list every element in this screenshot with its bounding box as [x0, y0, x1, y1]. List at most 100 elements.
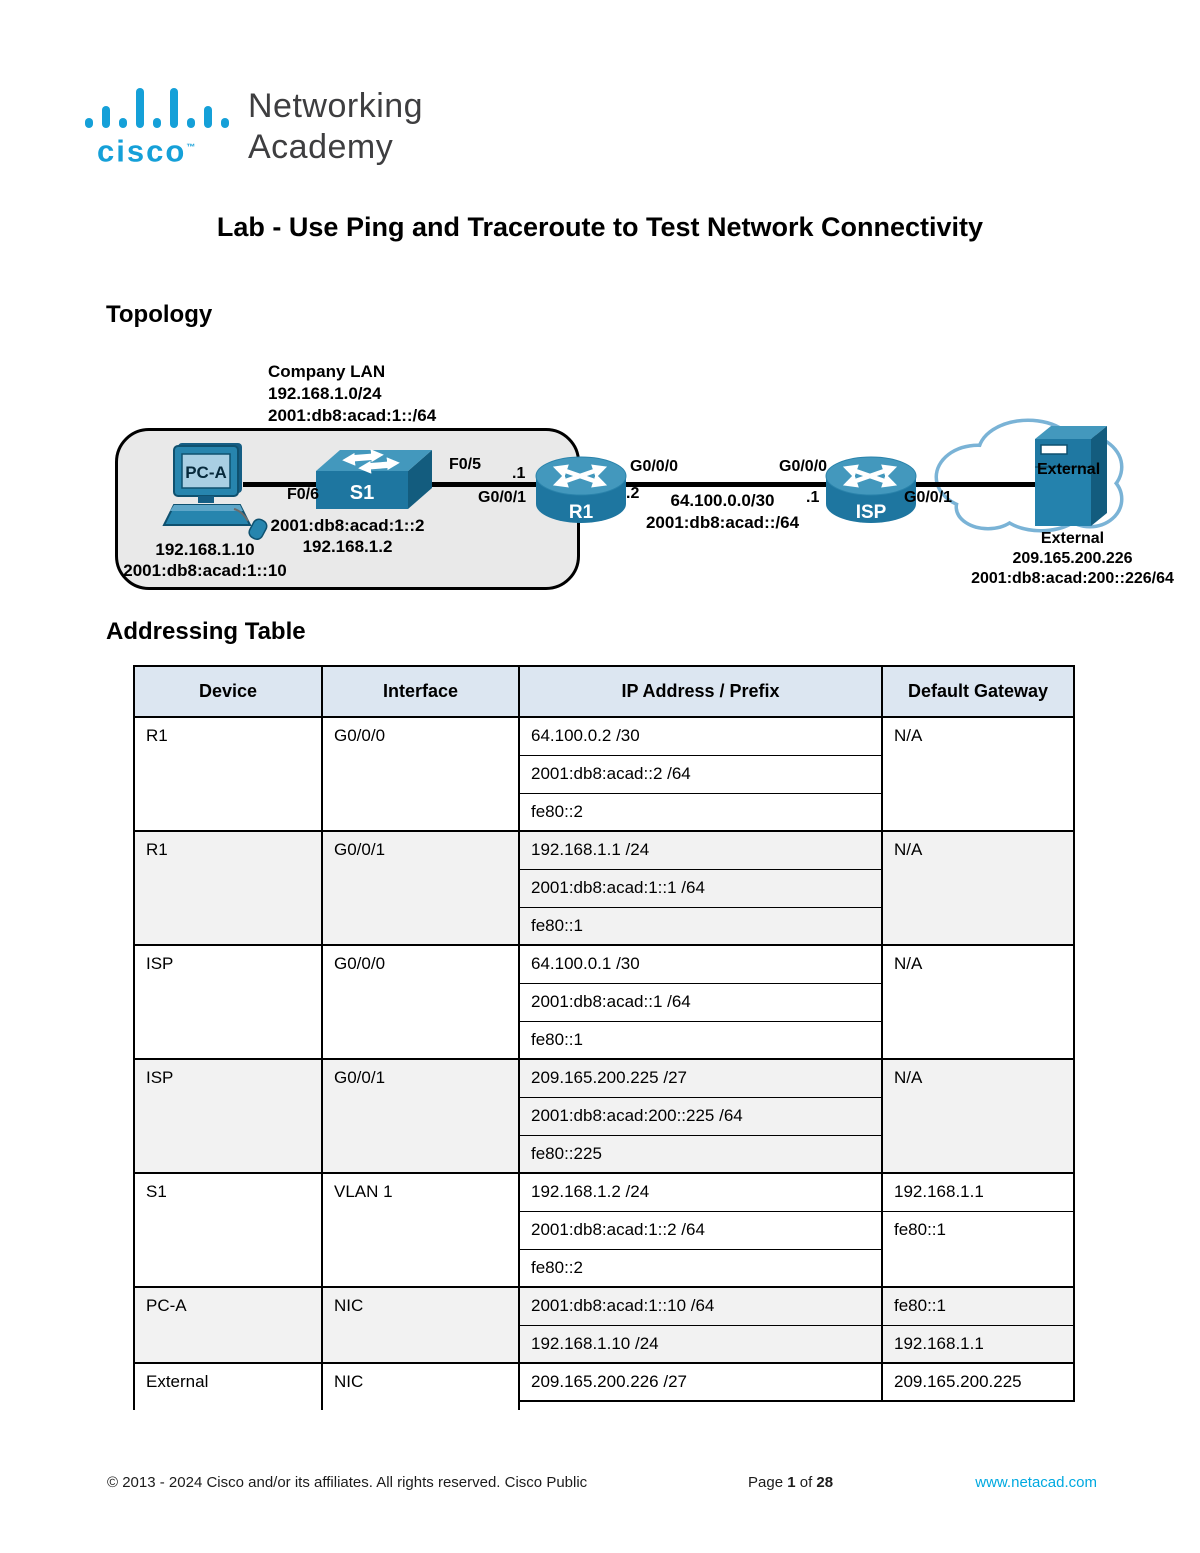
- cell-device: S1: [133, 1172, 323, 1288]
- cell-gateway: N/A: [881, 830, 1075, 946]
- router-icon-r1: R1: [535, 456, 627, 523]
- table-row: R1 G0/0/0 64.100.0.2 /30 N/A: [133, 716, 1075, 832]
- port-label-g001-isp: G0/0/1: [904, 489, 953, 506]
- cell-ip: 2001:db8:acad:1::1 /64: [518, 868, 883, 908]
- table-row: 2001:db8:acad:200::225 /64: [134, 1096, 1074, 1136]
- cell-device: External: [133, 1362, 323, 1410]
- cell-device: ISP: [133, 1058, 323, 1174]
- external-ipv4: 209.165.200.226: [1012, 550, 1133, 567]
- total-pages: 28: [816, 1474, 834, 1491]
- cell-device: R1: [133, 716, 323, 832]
- netacad-link[interactable]: www.netacad.com: [975, 1474, 1097, 1491]
- switch-ipv6: 2001:db8:acad:1::2: [270, 516, 425, 535]
- col-header-gateway: Default Gateway: [881, 665, 1075, 718]
- table-row: S1 VLAN 1 192.168.1.2 /24 192.168.1.1: [133, 1172, 1075, 1288]
- cell-ip: fe80::1: [518, 1020, 883, 1060]
- cell-gateway: fe80::1: [881, 1286, 1075, 1326]
- ip-label-dot1-r1: .1: [512, 465, 526, 482]
- table-row: fe80::2: [134, 792, 1074, 832]
- cell-interface: G0/0/1: [321, 830, 520, 946]
- router-r1-name-label: R1: [569, 502, 594, 523]
- link-pc-s1: [243, 482, 323, 487]
- cutoff-filler: [519, 1401, 1074, 1410]
- page-number-indicator: Page 1 of 28: [748, 1474, 833, 1491]
- cell-interface: G0/0/0: [321, 944, 520, 1060]
- cell-ip: 64.100.0.1 /30: [518, 944, 883, 984]
- cell-interface: G0/0/0: [321, 716, 520, 832]
- cell-device: ISP: [133, 944, 323, 1060]
- cisco-wordmark: cisco™: [97, 133, 196, 169]
- table-row: ISP G0/0/0 64.100.0.1 /30 N/A: [133, 944, 1075, 1060]
- external-address-label: External 209.165.200.226 2001:db8:acad:2…: [955, 529, 1190, 589]
- cell-ip: 192.168.1.10 /24: [518, 1324, 883, 1364]
- table-row: ISP G0/0/1 209.165.200.225 /27 N/A: [133, 1058, 1075, 1174]
- cell-ip: fe80::225: [518, 1134, 883, 1174]
- table-row: fe80::1: [134, 1020, 1074, 1060]
- link-isp-external: [898, 482, 1040, 487]
- cisco-bars-icon: [85, 88, 229, 128]
- server-icon: [1035, 426, 1107, 526]
- port-label-g001-r1: G0/0/1: [478, 489, 527, 506]
- port-label-f05: F0/5: [449, 456, 482, 473]
- wan-ipv4: 64.100.0.0/30: [670, 491, 775, 510]
- page-number: 1: [787, 1474, 796, 1491]
- cell-ip: 209.165.200.225 /27: [518, 1058, 883, 1098]
- cell-interface: NIC: [321, 1286, 520, 1364]
- company-lan-label: Company LAN 192.168.1.0/24 2001:db8:acad…: [268, 361, 436, 427]
- cell-ip: 2001:db8:acad:1::10 /64: [518, 1286, 883, 1326]
- page-title: Lab - Use Ping and Traceroute to Test Ne…: [216, 212, 984, 242]
- cell-gateway: N/A: [881, 1058, 1075, 1174]
- col-header-ip: IP Address / Prefix: [518, 665, 883, 718]
- external-ipv6: 2001:db8:acad:200::226/64: [971, 570, 1174, 587]
- table-row: 192.168.1.10 /24 192.168.1.1: [134, 1324, 1075, 1364]
- table-row: 2001:db8:acad::2 /64: [134, 754, 1074, 794]
- cell-interface: G0/0/1: [321, 1058, 520, 1174]
- table-row: 2001:db8:acad:1::2 /64 fe80::1: [134, 1210, 1075, 1288]
- ip-label-dot1-isp: .1: [806, 489, 820, 506]
- cell-ip: 2001:db8:acad:1::2 /64: [518, 1210, 883, 1250]
- cell-ip: 192.168.1.1 /24: [518, 830, 883, 870]
- cell-gateway: 192.168.1.1: [881, 1324, 1075, 1364]
- cell-ip: fe80::2: [518, 1248, 883, 1288]
- cell-ip: 2001:db8:acad::2 /64: [518, 754, 883, 794]
- table-row-cutoff: [134, 1401, 1074, 1410]
- logo-line-networking: Networking: [248, 87, 424, 125]
- cell-interface: VLAN 1: [321, 1172, 520, 1288]
- addressing-table: Device Interface IP Address / Prefix Def…: [133, 665, 1075, 1410]
- link-s1-r1: [425, 482, 560, 487]
- switch-icon: S1: [316, 449, 432, 509]
- server-front-label: External: [1037, 461, 1101, 478]
- table-header-row: Device Interface IP Address / Prefix Def…: [133, 665, 1075, 718]
- topology-heading: Topology: [106, 301, 213, 328]
- table-row: fe80::2: [134, 1248, 1074, 1288]
- copyright-text: © 2013 - 2024 Cisco and/or its affiliate…: [107, 1474, 588, 1491]
- table-row: fe80::1: [134, 906, 1074, 946]
- col-header-interface: Interface: [321, 665, 520, 718]
- cell-interface: NIC: [321, 1362, 520, 1410]
- topology-diagram: Company LAN 192.168.1.0/24 2001:db8:acad…: [0, 355, 1200, 605]
- router-isp-name-label: ISP: [856, 502, 887, 523]
- wan-ipv6: 2001:db8:acad::/64: [645, 513, 800, 532]
- trademark-symbol: ™: [186, 142, 196, 152]
- cell-gateway: 192.168.1.1: [881, 1172, 1075, 1212]
- pc-ipv6: 2001:db8:acad:1::10: [123, 561, 287, 580]
- cell-device: R1: [133, 830, 323, 946]
- company-lan-ipv4: 192.168.1.0/24: [268, 384, 382, 403]
- table-row: 2001:db8:acad::1 /64: [134, 982, 1074, 1022]
- page-word: Page: [748, 1474, 784, 1491]
- cell-ip: 2001:db8:acad::1 /64: [518, 982, 883, 1022]
- cell-gateway: 209.165.200.225: [881, 1362, 1075, 1402]
- addressing-table-container: Device Interface IP Address / Prefix Def…: [133, 665, 1075, 1410]
- ip-label-dot2-r1: .2: [626, 485, 640, 502]
- switch-address-label: 2001:db8:acad:1::2 192.168.1.2: [255, 515, 440, 557]
- cell-device: PC-A: [133, 1286, 323, 1364]
- switch-name-label: S1: [350, 482, 374, 504]
- external-name: External: [1040, 530, 1105, 547]
- pc-address-label: 192.168.1.10 2001:db8:acad:1::10: [110, 539, 300, 581]
- port-label-g000-isp: G0/0/0: [779, 458, 828, 475]
- pc-ipv4: 192.168.1.10: [155, 540, 255, 559]
- switch-ipv4: 192.168.1.2: [302, 537, 393, 556]
- computer-icon: PC-A: [162, 443, 268, 540]
- cell-ip: fe80::2: [518, 792, 883, 832]
